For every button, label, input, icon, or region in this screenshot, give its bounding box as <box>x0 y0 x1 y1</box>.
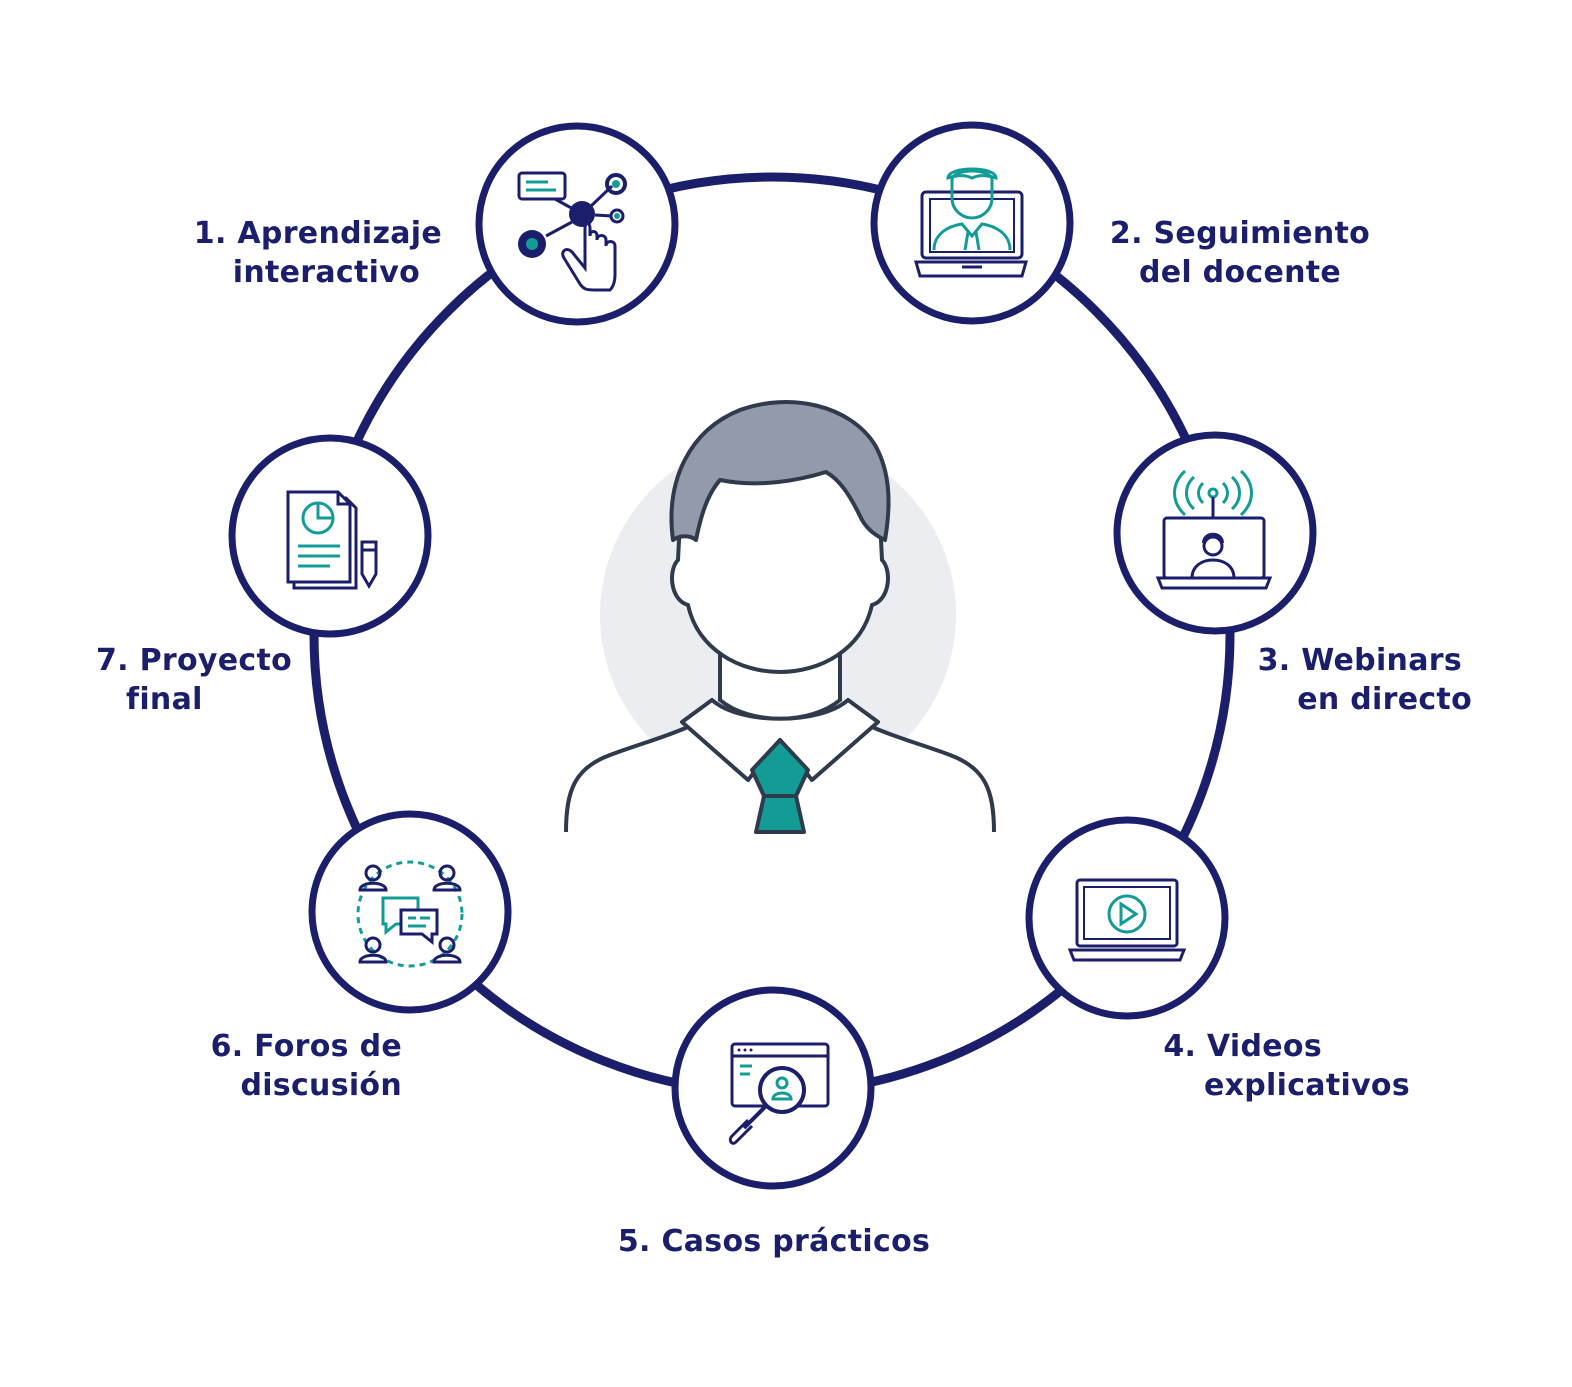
step-node-2 <box>870 121 1074 325</box>
step-label-3-line2: en directo <box>1297 682 1472 717</box>
step-label-4-line1: 4. Videos <box>1163 1029 1322 1064</box>
step-label-5-line1: 5. Casos prácticos <box>617 1224 931 1259</box>
step-label-2-line2: del docente <box>1138 255 1342 290</box>
tie-blade <box>754 794 806 834</box>
interactive-learning-icon <box>517 171 627 292</box>
step-label-6-line2: discusión <box>240 1068 402 1103</box>
video-play-icon <box>1067 878 1187 962</box>
forum-chat-icon <box>356 860 464 968</box>
step-label-4-line2: explicativos <box>1203 1068 1410 1103</box>
step-label-6: 6. Foros de discusión <box>140 1027 402 1105</box>
step-node-6 <box>308 810 512 1014</box>
step-label-3: 3. Webinars en directo <box>1160 641 1472 719</box>
step-label-3-line1: 3. Webinars <box>1257 643 1462 678</box>
step-label-4: 4. Videos explicativos <box>1100 1027 1410 1105</box>
case-search-icon <box>728 1042 830 1145</box>
step-label-6-line1: 6. Foros de <box>210 1029 402 1064</box>
step-label-2: 2. Seguimiento del docente <box>1090 214 1390 292</box>
student-avatar <box>564 400 996 834</box>
live-webinar-icon <box>1155 469 1273 590</box>
step-node-3 <box>1113 431 1317 635</box>
step-label-1-line1: 1. Aprendizaje <box>193 216 442 251</box>
step-label-7-line1: 7. Proyecto <box>96 643 293 678</box>
step-label-5: 5. Casos prácticos <box>574 1222 974 1261</box>
step-node-4 <box>1025 816 1229 1020</box>
teacher-video-icon <box>914 167 1028 278</box>
step-label-7-line2: final <box>126 682 203 717</box>
step-label-2-line1: 2. Seguimiento <box>1109 216 1371 251</box>
hair <box>669 400 891 542</box>
step-label-7: 7. Proyecto final <box>96 641 326 719</box>
step-node-1 <box>475 122 679 326</box>
step-node-7 <box>228 434 432 638</box>
step-label-1-line2: interactivo <box>232 255 420 290</box>
document-chart-icon <box>286 490 378 590</box>
step-label-1: 1. Aprendizaje interactivo <box>120 214 442 292</box>
step-node-5 <box>671 986 875 1190</box>
